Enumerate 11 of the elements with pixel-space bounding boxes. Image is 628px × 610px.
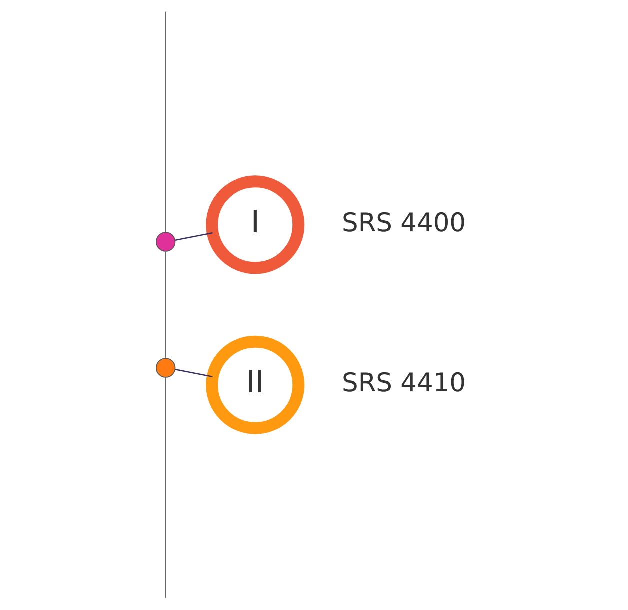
connector — [164, 251, 166, 359]
connector — [164, 376, 166, 599]
connector — [174, 232, 212, 241]
node-label: SRS 4410 — [342, 368, 466, 399]
node-label: SRS 4400 — [342, 208, 466, 238]
connector — [164, 11, 166, 233]
node-circle — [156, 232, 176, 252]
node-circle: I — [206, 176, 304, 274]
node-circle — [156, 358, 176, 378]
connector — [174, 369, 212, 378]
node-circle: II — [206, 336, 304, 434]
